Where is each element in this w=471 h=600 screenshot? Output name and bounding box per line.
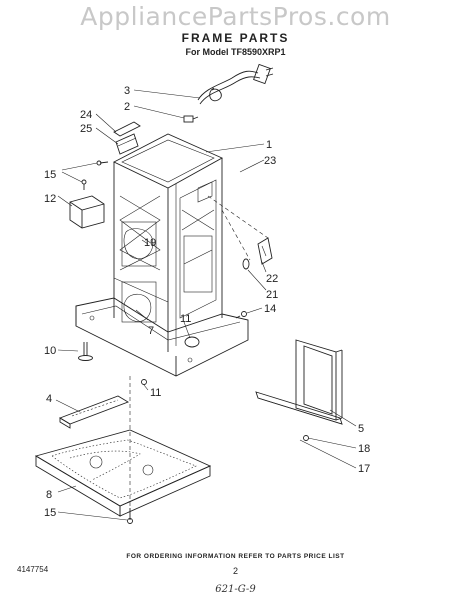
cord-connector-drawing bbox=[183, 115, 199, 123]
callout-3: 3 bbox=[124, 85, 130, 97]
callout-19: 19 bbox=[144, 237, 156, 249]
callout-23: 22 bbox=[266, 273, 278, 285]
callout-18: 18 bbox=[358, 443, 370, 455]
model-line: For Model TF8590XRP1 bbox=[185, 47, 286, 57]
callout-7: 7 bbox=[148, 325, 154, 337]
callout-1: 1 bbox=[266, 139, 272, 151]
callout-21: 21 bbox=[266, 289, 278, 301]
bracket-12-drawing bbox=[69, 195, 105, 229]
leader-lines bbox=[55, 89, 357, 521]
leveling-leg-10-drawing bbox=[78, 342, 93, 361]
screws-15-top-drawing bbox=[81, 160, 109, 190]
callout-8: 8 bbox=[46, 489, 52, 501]
callout-15-bottom: 15 bbox=[44, 507, 56, 519]
callout-9: 11 bbox=[180, 313, 191, 325]
panel-5-drawing bbox=[295, 339, 343, 421]
hinge-parts-drawing bbox=[242, 237, 273, 270]
screw-11-drawing bbox=[141, 379, 147, 385]
callout-25: 25 bbox=[80, 123, 92, 135]
screw-14-drawing bbox=[235, 311, 247, 319]
callout-22: 23 bbox=[264, 155, 276, 167]
callout-4: 4 bbox=[46, 393, 52, 405]
callout-15-top: 15 bbox=[44, 169, 56, 181]
bottom-pan-8-drawing bbox=[34, 429, 212, 517]
callout-labels: 3 2 24 25 1 23 15 12 19 22 21 14 11 7 10… bbox=[44, 85, 370, 519]
screw-15-bottom-drawing bbox=[127, 508, 133, 524]
footer-note: FOR ORDERING INFORMATION REFER TO PARTS … bbox=[126, 553, 345, 560]
brackets-24-25-drawing bbox=[113, 121, 141, 155]
callout-14: 14 bbox=[264, 303, 276, 315]
callout-17: 17 bbox=[358, 463, 370, 475]
page-number: 2 bbox=[232, 566, 238, 576]
alignment-lines bbox=[129, 195, 269, 508]
handwritten-note: 621-G-9 bbox=[215, 584, 256, 595]
callout-11: 11 bbox=[150, 387, 161, 399]
callout-12: 12 bbox=[44, 193, 56, 205]
callout-24: 24 bbox=[80, 109, 92, 121]
callout-10: 10 bbox=[44, 345, 56, 357]
callout-5: 5 bbox=[358, 423, 364, 435]
strip-4-drawing bbox=[58, 395, 130, 429]
rail-17-18-drawing bbox=[255, 391, 343, 441]
cabinet-frame-drawing bbox=[75, 133, 249, 377]
watermark: AppliancePartsPros.com bbox=[80, 2, 391, 31]
callout-2: 2 bbox=[124, 101, 130, 113]
power-cord-drawing bbox=[197, 63, 274, 105]
diagram-title: FRAME PARTS bbox=[181, 31, 290, 45]
document-number: 4147754 bbox=[17, 565, 49, 574]
